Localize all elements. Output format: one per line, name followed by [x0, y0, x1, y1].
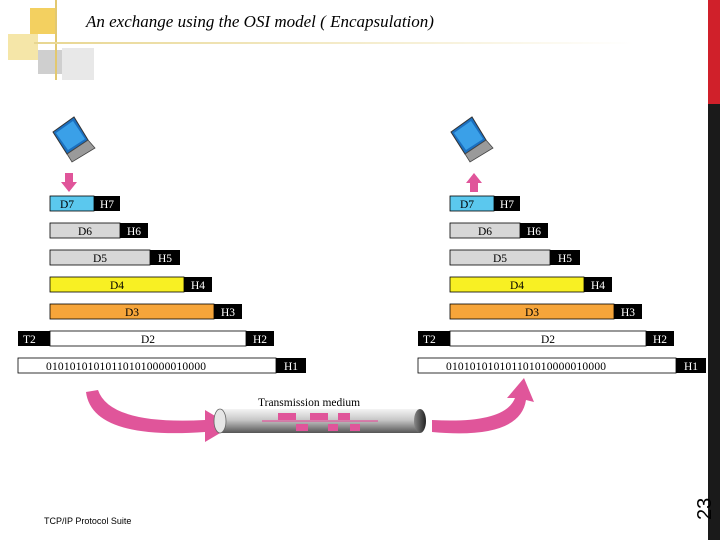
bitstream-label: 010101010101101010000010000: [46, 361, 206, 373]
data-label: D2: [141, 334, 155, 346]
slide-number: 23: [694, 498, 717, 520]
header-label: H7: [500, 199, 514, 211]
data-label: D7: [60, 199, 74, 211]
trailer-label: T2: [423, 334, 436, 346]
header-label: H5: [558, 253, 572, 265]
header-label: H4: [591, 280, 605, 292]
down-arrow-icon: [61, 173, 77, 192]
data-label: D2: [541, 334, 555, 346]
header-label: H2: [253, 334, 267, 346]
header-label-h1: H1: [684, 361, 698, 373]
data-label: D4: [510, 280, 524, 292]
data-label: D6: [78, 226, 92, 238]
transmission-medium-cylinder: Transmission medium: [214, 397, 426, 433]
bitstream-label: 010101010101101010000010000: [446, 361, 606, 373]
header-label: H7: [100, 199, 114, 211]
curved-arrow-left-icon: [86, 390, 232, 442]
transmission-medium-label: Transmission medium: [258, 397, 360, 409]
header-label: H2: [653, 334, 667, 346]
up-arrow-icon: [466, 173, 482, 192]
data-label: D3: [525, 307, 539, 319]
trailer-label: T2: [23, 334, 36, 346]
data-label: D7: [460, 199, 474, 211]
header-label: H5: [158, 253, 172, 265]
footer-text: TCP/IP Protocol Suite: [44, 516, 131, 526]
curved-arrow-right-icon: [432, 378, 534, 433]
laptop-icon-left: [53, 117, 95, 162]
data-label: D5: [93, 253, 107, 265]
data-label: D6: [478, 226, 492, 238]
header-label: H4: [191, 280, 205, 292]
header-label: H3: [621, 307, 635, 319]
header-label-h1: H1: [284, 361, 298, 373]
data-label: D4: [110, 280, 124, 292]
data-label: D5: [493, 253, 507, 265]
data-label: D3: [125, 307, 139, 319]
header-label: H3: [221, 307, 235, 319]
header-label: H6: [127, 226, 141, 238]
header-label: H6: [527, 226, 541, 238]
laptop-icon-right: [451, 117, 493, 162]
